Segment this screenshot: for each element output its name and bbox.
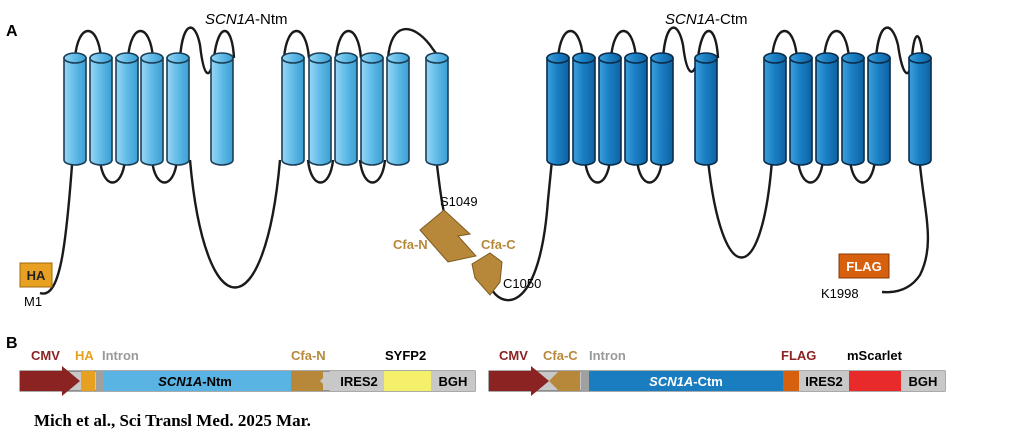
- scn1a-ntm-segment: [104, 371, 291, 391]
- bgh-segment-1: [431, 371, 475, 391]
- ntm-helix-12: [425, 52, 449, 166]
- ctm-helix-7: [763, 52, 787, 166]
- ctm-helices: [546, 52, 932, 166]
- construct-ctm: SCN1A-Ctm IRES2 BGH: [488, 366, 946, 396]
- intron-label-1: Intron: [102, 348, 139, 363]
- cmv-promoter-1: [20, 366, 80, 396]
- c1050-label: C1050: [503, 276, 541, 291]
- ctm-helix-6: [694, 52, 718, 166]
- bgh-label-2: BGH: [909, 374, 938, 389]
- ntm-helix-4: [140, 52, 164, 166]
- panel-b-label: B: [6, 335, 18, 352]
- bgh-segment-2: [901, 371, 945, 391]
- ctm-helix-1: [546, 52, 570, 166]
- cfa-c-segment: [549, 371, 580, 391]
- cfa-n-intein: [419, 209, 477, 263]
- cfa-c-intein: [471, 252, 503, 296]
- s1049-label: S1049: [440, 194, 478, 209]
- construct-ntm: SCN1A-Ntm IRES2 BGH: [19, 366, 476, 396]
- ctm-helix-2: [572, 52, 596, 166]
- k1998-label: K1998: [821, 286, 859, 301]
- cmv-label-1: CMV: [31, 348, 60, 363]
- bgh-label-1: BGH: [439, 374, 468, 389]
- ntm-helix-9: [334, 52, 358, 166]
- flag-segment: [783, 371, 799, 391]
- ha-tag: [19, 262, 53, 288]
- intron-segment-1: [96, 371, 104, 391]
- ntm-helix-11: [386, 52, 410, 166]
- mscarlet-label: mScarlet: [847, 348, 903, 363]
- ctm-helix-9: [815, 52, 839, 166]
- scn1a-ctm-label: SCN1A-Ctm: [649, 374, 723, 389]
- ctm-helix-5: [650, 52, 674, 166]
- panel-a-label: A: [6, 23, 18, 40]
- scn1a-ctm-segment: [589, 371, 783, 391]
- flag-tag-label: FLAG: [846, 259, 881, 274]
- ctm-backbone: [490, 26, 930, 302]
- cfa-n-label-b: Cfa-N: [291, 348, 326, 363]
- ctm-helix-8: [789, 52, 813, 166]
- intron-segment-2: [581, 371, 589, 391]
- ires2-segment-2: [799, 371, 849, 391]
- flag-label-b: FLAG: [781, 348, 816, 363]
- ntm-helix-3: [115, 52, 139, 166]
- cfa-c-label: Cfa-C: [481, 237, 516, 252]
- cfa-c-label-b: Cfa-C: [543, 348, 578, 363]
- ntm-helix-10: [360, 52, 384, 166]
- ntm-helix-8: [308, 52, 332, 166]
- ctm-helix-4: [624, 52, 648, 166]
- intron-label-2: Intron: [589, 348, 626, 363]
- scn1a-ntm-label: SCN1A-Ntm: [158, 374, 232, 389]
- ires2-segment-1: [334, 371, 384, 391]
- ires2-label-2: IRES2: [805, 374, 843, 389]
- cfa-n-notch: [320, 371, 334, 391]
- ha-segment: [81, 371, 95, 391]
- ires2-label-1: IRES2: [340, 374, 378, 389]
- ntm-helix-7: [281, 52, 305, 166]
- cmv-label-2: CMV: [499, 348, 528, 363]
- ctm-helix-11: [867, 52, 891, 166]
- ctm-helix-10: [841, 52, 865, 166]
- mscarlet-segment: [849, 371, 901, 391]
- ntm-helix-6: [210, 52, 234, 166]
- syfp2-segment: [384, 371, 431, 391]
- ha-tag-label: HA: [27, 268, 46, 283]
- cfa-n-label: Cfa-N: [393, 237, 428, 252]
- ctm-helix-12: [908, 52, 932, 166]
- ntm-title: SCN1A-Ntm: [205, 11, 288, 28]
- syfp2-label: SYFP2: [385, 348, 426, 363]
- ha-label-1: HA: [75, 348, 94, 363]
- cfa-n-segment: [291, 371, 323, 391]
- cmv-promoter-2: [489, 366, 549, 396]
- citation: Mich et al., Sci Transl Med. 2025 Mar.: [34, 411, 311, 430]
- ntm-helix-2: [89, 52, 113, 166]
- ctm-helix-3: [598, 52, 622, 166]
- ntm-helices: [63, 52, 449, 166]
- flag-tag: [838, 253, 890, 279]
- m1-label: M1: [24, 294, 42, 309]
- ntm-helix-5: [166, 52, 190, 166]
- ctm-title: SCN1A-Ctm: [665, 11, 748, 28]
- ntm-helix-1: [63, 52, 87, 166]
